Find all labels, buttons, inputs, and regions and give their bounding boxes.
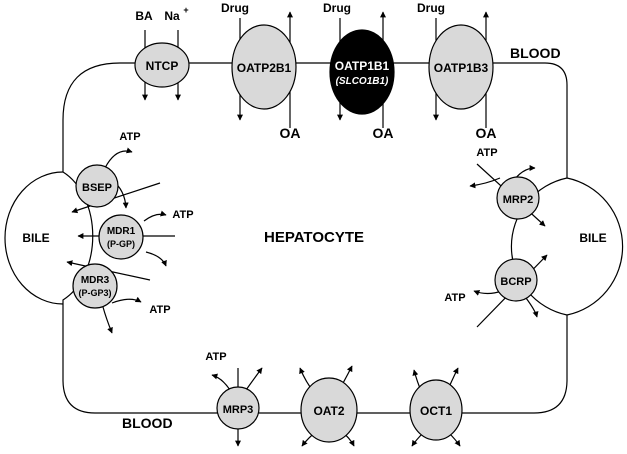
bcrp-label: BCRP [500, 276, 531, 288]
mrp3-transporter: MRP3 ATP [205, 351, 263, 447]
blood-top-label: BLOOD [510, 45, 561, 61]
oa-label: OA [476, 125, 497, 141]
atp-label: ATP [444, 292, 465, 304]
oct1-transporter: OCT1 [409, 367, 463, 447]
drug-label: Drug [323, 1, 351, 15]
drug-label: Drug [221, 1, 249, 15]
mdr3-transporter: MDR3 (P-GP3) ATP [66, 260, 171, 334]
oatp2b1-transporter: OATP2B1 Drug OA [221, 1, 301, 141]
mdr1-label: MDR1 [107, 226, 136, 237]
oatp1b3-transporter: OATP1B3 Drug OA [417, 1, 497, 141]
oat2-transporter: OAT2 [299, 365, 358, 447]
atp-label: ATP [476, 147, 497, 159]
bile-left-label: BILE [22, 231, 49, 245]
na-label: Na [164, 9, 180, 23]
oatp1b1-label: OATP1B1 [335, 59, 390, 73]
bile-left-boundary [4, 171, 64, 305]
oa-label: OA [280, 125, 301, 141]
atp-label: ATP [205, 351, 226, 363]
bsep-transporter: BSEP ATP [71, 131, 161, 214]
mdr1-alias-label: (P-GP) [107, 239, 135, 249]
drug-label: Drug [417, 1, 445, 15]
mrp2-transporter: MRP2 ATP [469, 147, 546, 227]
oatp1b3-label: OATP1B3 [434, 61, 489, 75]
atp-label: ATP [172, 209, 193, 221]
hepatocyte-label: HEPATOCYTE [264, 229, 364, 246]
mdr3-alias-label: (P-GP3) [78, 288, 111, 298]
oct1-label: OCT1 [420, 404, 452, 418]
oatp1b1-transporter: OATP1B1 (SLCO1B1) Drug OA [323, 1, 395, 141]
oatp2b1-label: OATP2B1 [237, 61, 292, 75]
atp-label: ATP [119, 131, 140, 143]
blood-bottom-label: BLOOD [122, 415, 173, 431]
na-charge: + [183, 5, 188, 15]
mrp2-label: MRP2 [503, 194, 534, 206]
ba-label: BA [135, 9, 153, 23]
bcrp-transporter: BCRP ATP [444, 254, 548, 328]
ntcp-transporter: NTCP BA Na + [134, 5, 190, 101]
oatp1b1-gene-label: (SLCO1B1) [336, 76, 389, 87]
bile-right-label: BILE [579, 231, 606, 245]
ntcp-label: NTCP [146, 59, 179, 73]
atp-label: ATP [149, 304, 170, 316]
oa-label: OA [373, 125, 394, 141]
hepatocyte-membrane [62, 62, 568, 414]
bile-right-boundary [566, 177, 624, 316]
oat2-label: OAT2 [313, 404, 344, 418]
bsep-label: BSEP [82, 182, 112, 194]
mdr3-label: MDR3 [81, 275, 110, 286]
mrp3-label: MRP3 [223, 404, 254, 416]
mdr1-transporter: MDR1 (P-GP) ATP [77, 209, 194, 267]
